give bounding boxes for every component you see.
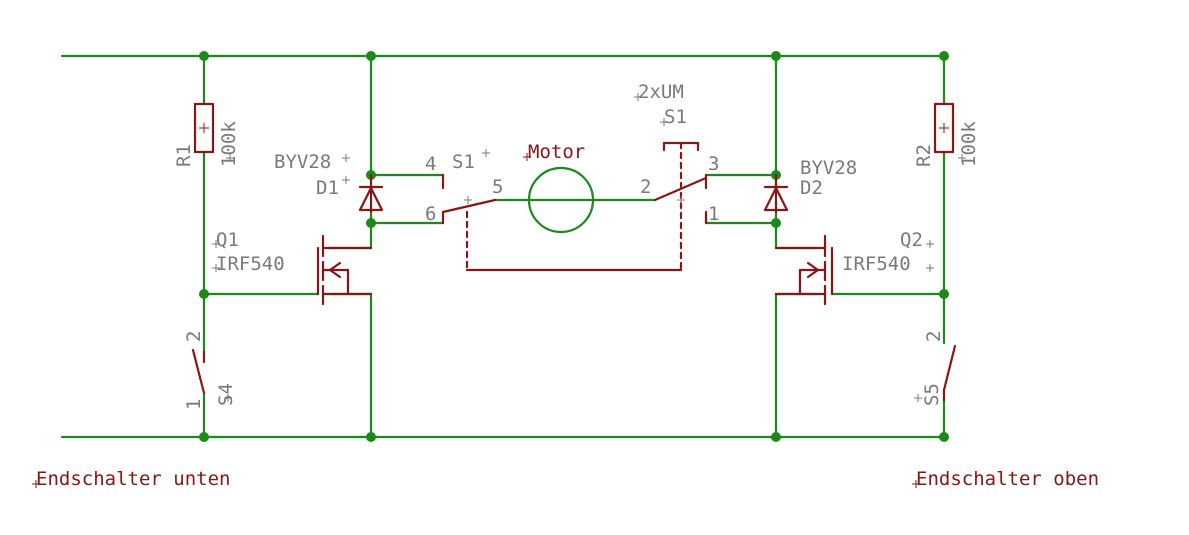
r2-value-label: 100k <box>958 121 980 167</box>
motor <box>527 166 595 234</box>
q2-name-label: Q2 <box>900 229 923 251</box>
endschalter-oben-label: Endschalter oben <box>916 468 1099 490</box>
junctions <box>199 51 949 442</box>
junction-dot <box>366 432 376 442</box>
junction-dot <box>771 218 781 228</box>
d2-name-label: D2 <box>800 177 823 199</box>
junction-dot <box>199 432 209 442</box>
origin-crosses <box>32 93 966 488</box>
d2-type-label: BYV28 <box>800 157 857 179</box>
s4-name-label: S4 <box>215 383 237 406</box>
s5-pin-2-label: 2 <box>923 331 945 342</box>
s4-pin-1-label: 1 <box>183 399 205 410</box>
diode-d2 <box>763 173 789 214</box>
switch-s1-left <box>441 173 683 272</box>
r1-name-label: R1 <box>173 144 195 167</box>
s5-name-label: S5 <box>921 383 943 406</box>
junction-dot <box>199 289 209 299</box>
switch-s4 <box>191 348 206 395</box>
mosfet-q1 <box>316 234 373 306</box>
switch-s1-right <box>653 141 708 272</box>
junction-dot <box>771 432 781 442</box>
pin-1-label: 1 <box>708 203 719 225</box>
q1-type-label: IRF540 <box>216 253 285 275</box>
pin-6-label: 6 <box>425 203 436 225</box>
resistor-r2 <box>933 102 955 154</box>
s1-type-label: 2xUM <box>638 81 684 103</box>
pin-5-label: 5 <box>492 176 503 198</box>
junction-dot <box>366 218 376 228</box>
junction-dot <box>939 289 949 299</box>
s1-name-label-b: S1 <box>452 151 475 173</box>
motor-label: Motor <box>528 141 585 163</box>
s4-pin-2-label: 2 <box>183 331 205 342</box>
switch-s5 <box>942 344 957 402</box>
q2-type-label: IRF540 <box>842 253 911 275</box>
labels: 2xUM S1 S1 Motor 4 6 5 2 3 1 BYV28 D1 BY… <box>36 81 1099 490</box>
s1-name-label: S1 <box>664 106 687 128</box>
endschalter-unten-label: Endschalter unten <box>36 468 230 490</box>
junction-dot <box>939 51 949 61</box>
junction-dot <box>366 51 376 61</box>
pin-3-label: 3 <box>708 153 719 175</box>
junction-dot <box>199 51 209 61</box>
junction-dot <box>771 51 781 61</box>
q1-name-label: Q1 <box>216 229 239 251</box>
pin-4-label: 4 <box>425 153 436 175</box>
diode-d1 <box>358 173 384 214</box>
r1-value-label: 100k <box>218 121 240 167</box>
junction-dot <box>939 432 949 442</box>
d1-type-label: BYV28 <box>274 151 331 173</box>
mosfet-q2 <box>774 234 834 306</box>
resistor-r1 <box>193 102 215 154</box>
r2-name-label: R2 <box>913 144 935 167</box>
pin-2-label: 2 <box>640 176 651 198</box>
d1-name-label: D1 <box>316 177 339 199</box>
